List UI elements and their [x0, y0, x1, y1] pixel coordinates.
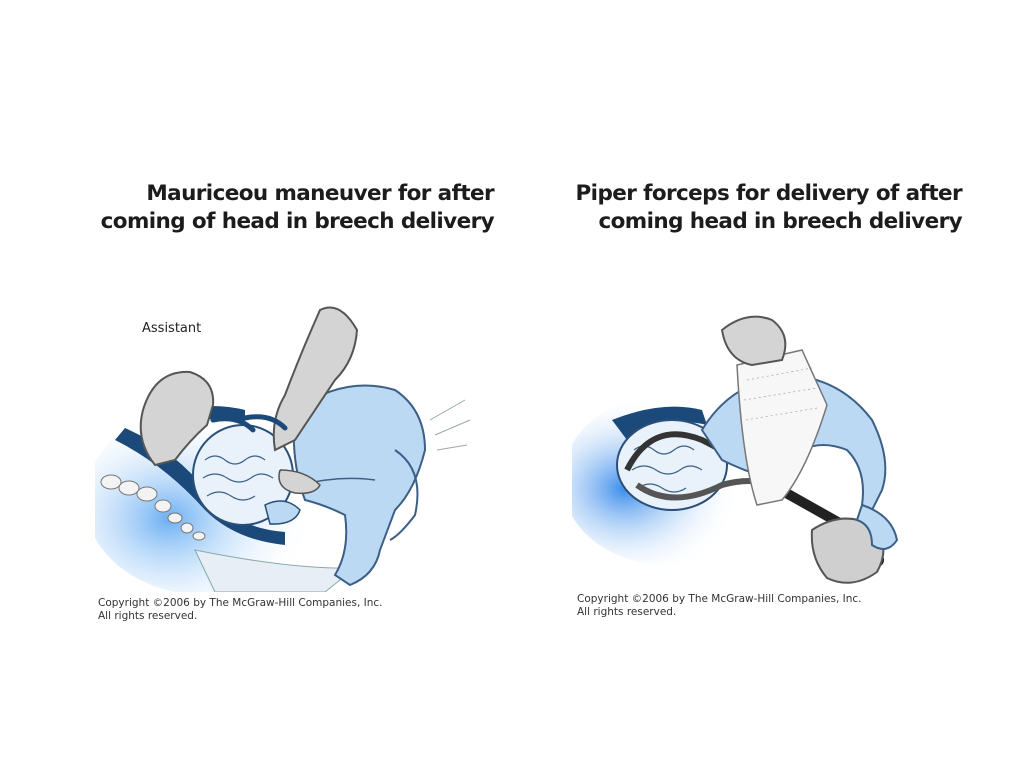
right-copyright-line1: Copyright ©2006 by The McGraw-Hill Compa… — [577, 593, 862, 605]
left-caption-line2: coming of head in breech delivery — [100, 209, 495, 234]
mauriceau-illustration — [95, 300, 475, 592]
left-caption: Mauriceou maneuver for after coming of h… — [88, 180, 495, 236]
left-copyright-line2: All rights reserved. — [98, 610, 198, 622]
assistant-label: Assistant — [142, 321, 202, 336]
right-caption: Piper forceps for delivery of after comi… — [556, 180, 963, 236]
piper-forceps-illustration — [572, 310, 922, 592]
left-copyright: Copyright ©2006 by The McGraw-Hill Compa… — [98, 597, 383, 623]
left-copyright-line1: Copyright ©2006 by The McGraw-Hill Compa… — [98, 597, 383, 609]
right-copyright-line2: All rights reserved. — [577, 606, 677, 618]
right-caption-line2: coming head in breech delivery — [598, 209, 962, 234]
right-copyright: Copyright ©2006 by The McGraw-Hill Compa… — [577, 593, 862, 619]
left-caption-line1: Mauriceou maneuver for after — [146, 181, 494, 206]
right-caption-line1: Piper forceps for delivery of after — [575, 181, 963, 206]
